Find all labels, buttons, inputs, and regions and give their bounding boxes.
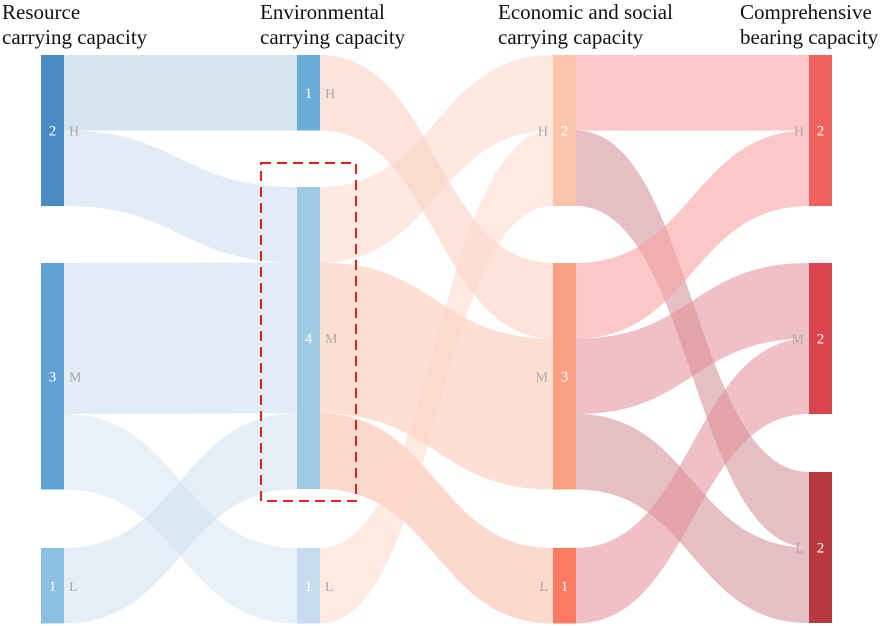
node-count-label: 2 xyxy=(49,124,57,140)
link-e-h-to-s-m xyxy=(320,55,553,339)
node-level-label: H xyxy=(538,125,548,140)
link-r-m-to-e-m xyxy=(64,262,297,414)
node-level-label: L xyxy=(795,542,804,557)
node-level-label: L xyxy=(325,580,334,595)
node-count-label: 4 xyxy=(305,331,313,347)
node-count-label: 2 xyxy=(817,332,825,348)
node-bar xyxy=(41,55,64,206)
node-count-label: 1 xyxy=(305,579,313,595)
node-level-label: H xyxy=(325,87,335,102)
node-count-label: 2 xyxy=(561,124,569,140)
node-bar xyxy=(553,263,576,490)
link-e-m-to-s-h xyxy=(320,55,553,263)
link-s-m-to-c-m xyxy=(576,263,809,414)
node-bar xyxy=(41,548,64,624)
link-s-h-to-c-h xyxy=(576,55,809,131)
node-level-label: M xyxy=(536,370,549,385)
node-count-label: 2 xyxy=(817,124,825,140)
node-count-label: 2 xyxy=(817,541,825,557)
node-c-l: 2L xyxy=(795,472,832,623)
link-s-m-to-c-h xyxy=(576,130,809,339)
node-c-h: 2H xyxy=(794,55,832,206)
highlight-box xyxy=(260,162,357,502)
links-layer xyxy=(64,55,809,624)
node-bar xyxy=(297,55,320,131)
node-s-h: 2H xyxy=(538,55,576,206)
node-count-label: 1 xyxy=(49,579,57,595)
node-bar xyxy=(809,55,832,206)
node-level-label: M xyxy=(792,333,805,348)
link-r-h-to-e-h xyxy=(64,55,297,131)
node-count-label: 1 xyxy=(561,579,569,595)
link-e-l-to-s-h xyxy=(320,130,553,624)
node-s-l: 1L xyxy=(539,548,576,624)
link-r-l-to-e-m xyxy=(64,413,297,624)
node-level-label: H xyxy=(794,125,804,140)
node-count-label: 1 xyxy=(305,86,313,102)
node-bar xyxy=(809,472,832,623)
node-level-label: M xyxy=(325,332,338,347)
node-level-label: L xyxy=(539,580,548,595)
node-level-label: H xyxy=(69,125,79,140)
link-r-h-to-e-m xyxy=(64,130,297,263)
node-level-label: M xyxy=(69,370,82,385)
link-e-m-to-s-l xyxy=(320,413,553,624)
node-c-m: 2M xyxy=(792,263,832,414)
node-count-label: 3 xyxy=(49,369,57,385)
node-bar xyxy=(553,548,576,624)
node-bar xyxy=(297,187,320,489)
node-bar xyxy=(553,55,576,206)
node-bar xyxy=(809,263,832,414)
node-level-label: L xyxy=(69,580,78,595)
node-bar xyxy=(41,263,64,490)
node-count-label: 3 xyxy=(561,369,569,385)
link-s-l-to-c-m xyxy=(576,338,809,624)
node-bar xyxy=(297,548,320,624)
node-s-m: 3M xyxy=(536,263,576,490)
